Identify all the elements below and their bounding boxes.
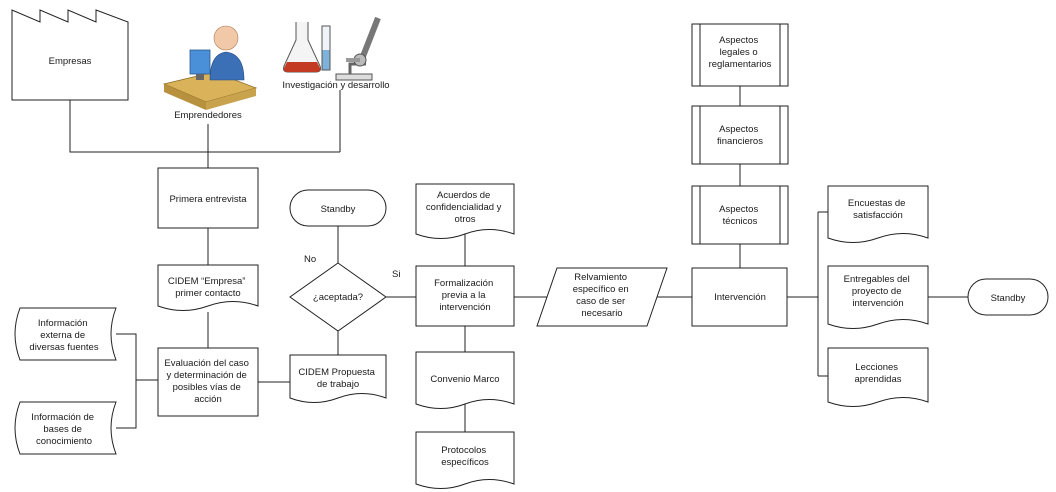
svg-text:Entregables del proyecto: Entregables del proyecto de intervención [844, 274, 913, 309]
info-bases-node: Información de bases de conocimiento [14, 401, 117, 455]
entregables-line-3: intervención [852, 298, 903, 309]
convenio-label: Convenio Marco [430, 374, 499, 385]
empresas-node: Empresas [11, 9, 129, 101]
formalizacion-line-3: intervención [439, 302, 490, 313]
svg-text:Lecciones aprendidas: Lecciones aprendidas [854, 362, 901, 385]
info-bases-line-3: conocimiento [36, 436, 92, 447]
acuerdos-line-1: Acuerdos de [437, 190, 490, 201]
intervencion-node: Intervención [691, 267, 788, 327]
formalizacion-node: Formalización previa a la intervención [415, 265, 515, 327]
relevamiento-line-1: Relvamiento [574, 272, 627, 283]
svg-text:Evaluación del caso y de: Evaluación del caso y determinación de p… [164, 358, 251, 405]
relevamiento-line-3: caso de ser [576, 296, 625, 307]
aspectos-legales-node: Aspectos legales o reglamentarios [691, 23, 789, 87]
standby-right-label: Standby [991, 293, 1026, 304]
svg-text:CIDEM Propuesta de traba: CIDEM Propuesta de trabajo [298, 367, 377, 390]
primera-entrevista-label: Primera entrevista [169, 194, 247, 205]
aspectos-tecnicos-line-2: técnicos [723, 216, 758, 227]
protocolos-line-2: específicos [441, 457, 489, 468]
aspectos-legales-line-1: Aspectos [719, 35, 758, 46]
relevamiento-node: Relvamiento específico en caso de ser ne… [536, 267, 668, 327]
svg-text:Protocolos específicos: Protocolos específicos [441, 445, 489, 468]
decision-label: ¿aceptada? [313, 292, 363, 303]
connector-externa-evaluacion [116, 333, 158, 381]
acuerdos-line-2: confidencialidad y [426, 202, 502, 213]
aspectos-legales-line-2: legales o [720, 47, 758, 58]
info-externa-line-3: diversas fuentes [29, 342, 98, 353]
formalizacion-line-1: Formalización [434, 278, 493, 289]
svg-text:Formalización previa a l: Formalización previa a la intervención [434, 278, 496, 313]
protocolos-line-1: Protocolos [441, 445, 486, 456]
aspectos-financieros-node: Aspectos financieros [691, 105, 789, 165]
protocolos-node: Protocolos específicos [415, 431, 515, 489]
connector-empresas-merge [69, 100, 340, 153]
svg-text:CIDEM “Empresa” primer c: CIDEM “Empresa” primer contacto [168, 276, 248, 299]
cidem-propuesta-line-2: de trabajo [317, 379, 359, 390]
factory-icon [11, 9, 129, 101]
info-bases-line-1: Información de [31, 412, 94, 423]
aspectos-legales-line-3: reglamentarios [709, 59, 772, 70]
lecciones-line-1: Lecciones [855, 362, 898, 373]
connector-bases-evaluacion [116, 380, 137, 429]
decision-si-label: Si [392, 269, 400, 280]
encuestas-node: Encuestas de satisfacción [827, 185, 929, 243]
svg-text:Información externa de: Información externa de diversas fuentes [29, 318, 98, 353]
svg-text:Encuestas de satisfacció: Encuestas de satisfacción [848, 198, 908, 221]
entregables-line-1: Entregables del [844, 274, 910, 285]
investigacion-node: Investigación y desarrollo [282, 16, 390, 91]
lecciones-node: Lecciones aprendidas [827, 347, 929, 407]
svg-text:Acuerdos de confidencial: Acuerdos de confidencialidad y otros [426, 190, 504, 225]
svg-text:Aspectos financieros: Aspectos financieros [717, 124, 763, 147]
emprendedores-label: Emprendedores [174, 110, 242, 121]
emprendedores-node: Emprendedores [162, 25, 258, 121]
aspectos-financieros-line-1: Aspectos [719, 124, 758, 135]
empresas-label: Empresas [49, 56, 92, 67]
primera-entrevista-node: Primera entrevista [157, 167, 259, 229]
cidem-propuesta-line-1: CIDEM Propuesta [298, 367, 375, 378]
person-at-computer-icon [162, 25, 258, 110]
info-externa-node: Información externa de diversas fuentes [14, 307, 117, 361]
intervencion-label: Intervención [714, 292, 766, 303]
svg-text:Información de bases de: Información de bases de conocimiento [31, 412, 96, 447]
svg-text:Relvamiento específico e: Relvamiento específico en caso de ser ne… [573, 272, 632, 319]
relevamiento-line-4: necesario [581, 308, 622, 319]
decision-node: ¿aceptada? [289, 262, 387, 332]
lab-flask-icon [283, 22, 331, 73]
evaluacion-line-1: Evaluación del caso [164, 358, 249, 369]
evaluacion-line-4: acción [194, 394, 221, 405]
relevamiento-line-2: específico en [573, 284, 629, 295]
acuerdos-node: Acuerdos de confidencialidad y otros [415, 183, 515, 239]
entregables-node: Entregables del proyecto de intervención [827, 265, 929, 329]
evaluacion-line-3: posibles vías de [173, 382, 241, 393]
standby-top-label: Standby [321, 204, 356, 215]
convenio-node: Convenio Marco [415, 351, 515, 409]
cidem-empresa-node: CIDEM “Empresa” primer contacto [157, 264, 259, 311]
info-externa-line-2: externa de [40, 330, 85, 341]
info-bases-line-2: bases de [43, 424, 82, 435]
cidem-empresa-line-2: primer contacto [175, 288, 240, 299]
cidem-empresa-line-1: CIDEM “Empresa” [168, 276, 246, 287]
standby-top-node: Standby [289, 189, 387, 227]
microscope-icon [335, 16, 381, 81]
aspectos-tecnicos-node: Aspectos técnicos [691, 185, 789, 245]
aspectos-financieros-line-2: financieros [717, 136, 763, 147]
svg-text:Aspectos legales o: Aspectos legales o reglamentarios [709, 35, 772, 70]
svg-text:Aspectos técnicos: Aspectos técnicos [719, 204, 761, 227]
acuerdos-line-3: otros [454, 214, 475, 225]
encuestas-line-2: satisfacción [853, 210, 903, 221]
aspectos-tecnicos-line-1: Aspectos [719, 204, 758, 215]
cidem-propuesta-node: CIDEM Propuesta de trabajo [289, 354, 387, 403]
lecciones-line-2: aprendidas [854, 374, 901, 385]
investigacion-label: Investigación y desarrollo [282, 80, 389, 91]
entregables-line-2: proyecto de [852, 286, 902, 297]
encuestas-line-1: Encuestas de [848, 198, 906, 209]
info-externa-line-1: Información [38, 318, 88, 329]
formalizacion-line-2: previa a la [442, 290, 487, 301]
evaluacion-node: Evaluación del caso y determinación de p… [157, 347, 259, 417]
decision-no-label: No [304, 254, 316, 265]
standby-right-node: Standby [967, 278, 1049, 316]
evaluacion-line-2: y determinación de [167, 370, 247, 381]
